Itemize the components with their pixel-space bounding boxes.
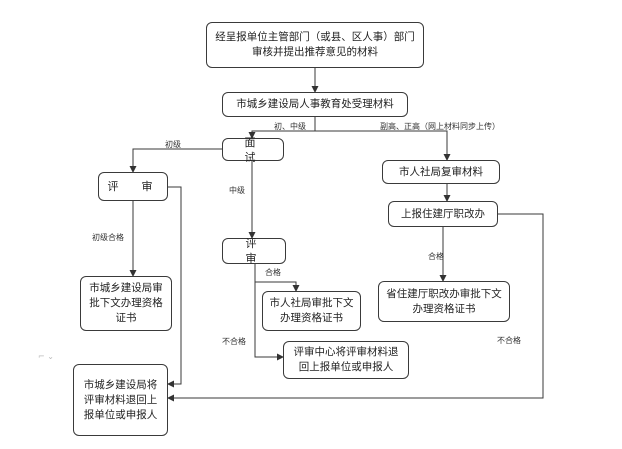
label-senior-pass: 合格	[428, 252, 444, 261]
node-approve-junior: 市城乡建设局审批下文办理资格证书	[80, 276, 172, 331]
edge-interview-junior	[129, 148, 222, 173]
node-hr-review: 市人社局复审材料	[382, 160, 500, 184]
label-senior: 副高、正高（网上材料同步上传）	[380, 122, 500, 131]
label-junior-mid: 初、中级	[274, 122, 306, 131]
label-mid-pass: 合格	[265, 268, 281, 277]
edge-mid-return	[254, 264, 284, 361]
node-return-center: 评审中心将评审材料退回上报单位或申报人	[283, 341, 409, 379]
node-approve-mid: 市人社局审批下文办理资格证书	[262, 291, 361, 331]
edge-junior-return	[167, 186, 182, 388]
label-junior-pass: 初级合格	[92, 233, 124, 242]
label-mid: 中级	[229, 186, 245, 195]
edge-split-interview	[248, 130, 315, 139]
node-interview: 面 试	[222, 136, 284, 164]
label-mid-fail: 不合格	[222, 337, 246, 346]
node-accept-materials: 市城乡建设局人事教育处受理材料	[222, 92, 408, 117]
page-margin-marker-icon: ⌐ ⌄	[38, 352, 54, 361]
node-return-city: 市城乡建设局将评审材料退回上报单位或申报人	[73, 364, 168, 436]
label-junior: 初级	[165, 140, 181, 149]
edge-report-fail	[167, 213, 544, 402]
node-review-mid: 评 审	[222, 237, 286, 265]
node-submit-materials: 经呈报单位主管部门（或县、区人事）部门审核并提出推荐意见的材料	[206, 22, 424, 68]
node-approve-senior: 省住建厅职改办审批下文办理资格证书	[378, 281, 510, 322]
node-review-junior: 评 审	[98, 172, 168, 201]
label-senior-fail: 不合格	[497, 336, 521, 345]
node-report-dept: 上报住建厅职改办	[388, 201, 498, 227]
edge-split-hr-review	[315, 130, 451, 161]
